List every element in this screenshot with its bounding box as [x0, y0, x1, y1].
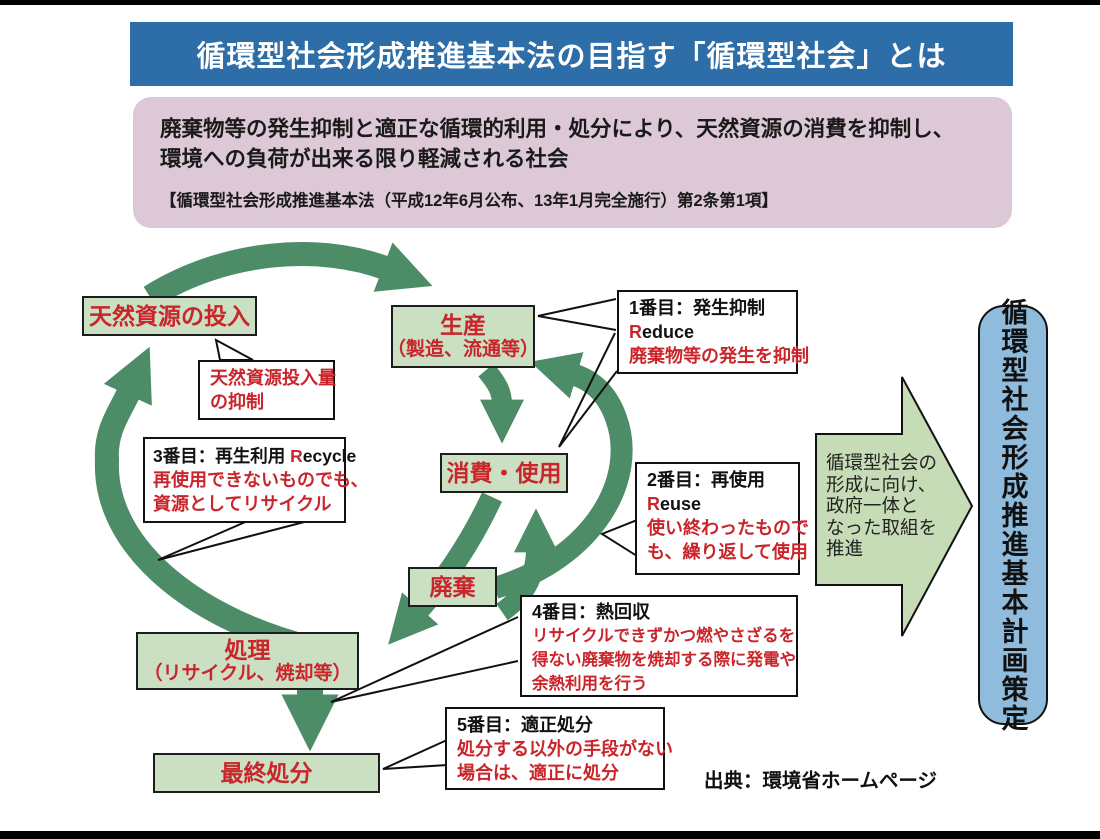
plan-box-label: 循環型社会形成推進基本計画策定 — [997, 297, 1028, 733]
definition-law-reference: 【循環型社会形成推進基本法（平成12年6月公布、13年1月完全施行）第2条第1項… — [160, 192, 778, 210]
promotion-line-2: 形成に向け、 — [826, 473, 937, 495]
pointer-heat-to-treatment — [330, 616, 519, 703]
node-natural-resources-label: 天然資源の投入 — [89, 302, 250, 329]
node-consumption-label: 消費・使用 — [446, 459, 562, 486]
callout-reuse: 2番目：再使用 Reuse 使い終わったもので も、繰り返して使用 — [635, 462, 809, 575]
promotion-line-1: 循環型社会の — [826, 452, 938, 473]
arc-resources-to-production — [143, 242, 433, 308]
recycle-body-line-2: 資源としてリサイクル — [153, 494, 332, 514]
callout-suppress-input: 天然資源投入量 の抑制 — [198, 360, 336, 420]
callout-proper-disposal: 5番目：適正処分 処分する以外の手段がない 場合は、適正に処分 — [445, 707, 673, 790]
reuse-word: Reuse — [647, 494, 702, 514]
node-discard: 廃棄 — [408, 567, 497, 607]
bottom-border — [0, 831, 1100, 839]
node-treatment-label: 処理 — [224, 636, 271, 663]
node-production-sublabel: （製造、流通等） — [387, 338, 540, 360]
reuse-heading: 2番目：再使用 — [647, 470, 766, 490]
pointer-reduce-to-consumption — [558, 332, 618, 448]
arrow-production-to-consumption — [478, 363, 524, 444]
node-final-disposal: 最終処分 — [153, 753, 380, 793]
arc-treatment-to-resources — [94, 346, 323, 662]
reuse-body-line-1: 使い終わったもので — [647, 518, 809, 538]
node-consumption: 消費・使用 — [440, 453, 568, 493]
proper-disposal-body-line-1: 処分する以外の手段がない — [457, 739, 673, 759]
promotion-line-5: 推進 — [826, 538, 864, 559]
heat-recovery-heading: 4番目：熱回収 — [532, 602, 651, 622]
tail-suppress-input — [214, 338, 254, 361]
arc-discard-to-production-recycle — [491, 352, 633, 599]
callout-reduce: 1番目：発生抑制 Reduce 廃棄物等の発生を抑制 — [617, 290, 809, 374]
definition-box: 廃棄物等の発生抑制と適正な循環的利用・処分により、天然資源の消費を抑制し、 環境… — [133, 97, 1012, 228]
page-title: 循環型社会形成推進基本法の目指す「循環型社会」とは — [196, 41, 947, 73]
suppress-input-line-1: 天然資源投入量 — [210, 368, 336, 388]
reuse-body-line-2: も、繰り返して使用 — [647, 542, 808, 562]
top-border — [0, 0, 1100, 5]
proper-disposal-body-line-2: 場合は、適正に処分 — [457, 763, 619, 783]
tail-recycle — [157, 519, 313, 561]
node-final-disposal-label: 最終処分 — [220, 759, 313, 786]
proper-disposal-heading: 5番目：適正処分 — [457, 715, 594, 735]
recycle-body-line-1: 再使用できないものでも、 — [153, 470, 369, 490]
tail-proper-disposal — [382, 738, 448, 770]
title-bar: 循環型社会形成推進基本法の目指す「循環型社会」とは — [130, 22, 1013, 86]
definition-line-2: 環境への負荷が出来る限り軽減される社会 — [160, 147, 569, 171]
node-production-label: 生産 — [440, 312, 486, 339]
node-natural-resources: 天然資源の投入 — [82, 296, 257, 336]
reduce-word: Reduce — [629, 322, 695, 342]
suppress-input-line-2: の抑制 — [210, 392, 264, 412]
tail-reuse — [599, 518, 638, 558]
callout-recycle: 3番目：再生利用 Recycle 再使用できないものでも、 資源としてリサイクル — [143, 437, 369, 523]
promotion-arrow-text: 循環型社会の 形成に向け、 政府一体と なった取組を 推進 — [826, 452, 952, 560]
heat-recovery-body-line-3: 余熱利用を行う — [532, 675, 648, 693]
node-discard-label: 廃棄 — [429, 573, 476, 600]
reduce-body: 廃棄物等の発生を抑制 — [629, 346, 809, 366]
heat-recovery-body-line-2: 得ない廃棄物を焼却する際に発電や — [532, 651, 796, 669]
callout-heat-recovery: 4番目：熱回収 リサイクルできずかつ燃やさざるを 得ない廃棄物を焼却する際に発電… — [520, 595, 798, 697]
pointer-reduce-to-production — [537, 298, 617, 331]
node-treatment-sublabel: （リサイクル、焼却等） — [143, 663, 352, 685]
heat-recovery-body-line-1: リサイクルできずかつ燃やさざるを — [532, 627, 796, 645]
node-treatment: 処理 （リサイクル、焼却等） — [136, 632, 359, 690]
promotion-line-4: なった取組を — [826, 516, 938, 538]
recycle-heading: 3番目：再生利用 Recycle — [153, 446, 357, 466]
promotion-arrow-shape — [815, 376, 974, 637]
node-production: 生産 （製造、流通等） — [387, 305, 539, 368]
promotion-line-3: 政府一体と — [826, 495, 919, 516]
reduce-heading: 1番目：発生抑制 — [629, 298, 766, 318]
source-credit: 出典：環境省ホームページ — [704, 770, 938, 792]
definition-line-1: 廃棄物等の発生抑制と適正な循環的利用・処分により、天然資源の消費を抑制し、 — [160, 117, 955, 141]
plan-box: 循環型社会形成推進基本計画策定 — [978, 298, 1048, 733]
